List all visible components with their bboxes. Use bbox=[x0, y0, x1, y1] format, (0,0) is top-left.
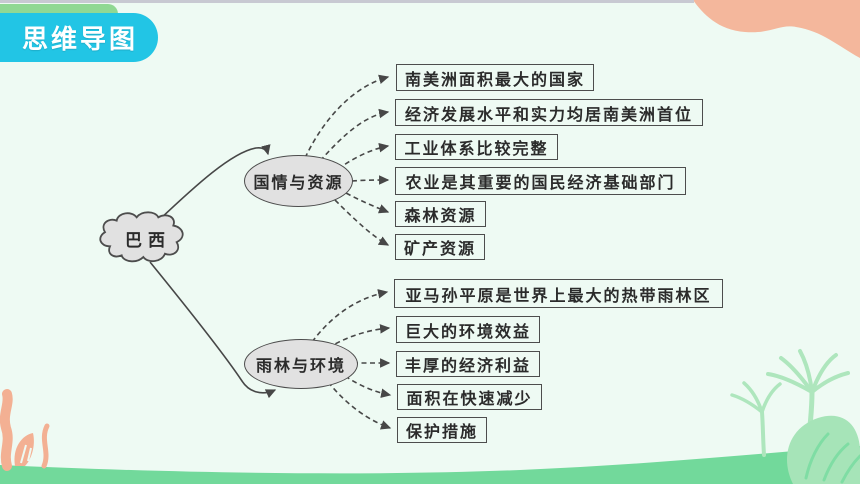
link-b1-leaf3 bbox=[337, 142, 390, 170]
monstera-leaf-slits bbox=[804, 432, 860, 484]
link-b1-leaf4 bbox=[351, 175, 390, 185]
link-root-branch1 bbox=[157, 144, 271, 222]
root-node: 巴西 bbox=[95, 209, 195, 267]
link-b2-leaf4 bbox=[344, 375, 392, 398]
link-b1-leaf5 bbox=[345, 192, 390, 214]
coral-plant-decoration bbox=[0, 389, 50, 471]
link-root-branch2 bbox=[149, 261, 277, 399]
leaf-box-1-5: 森林资源 bbox=[395, 201, 486, 227]
leaf-box-2-1: 亚马孙平原是世界上最大的热带雨林区 bbox=[394, 279, 723, 308]
leaf-box-1-2: 经济发展水平和实力均居南美洲首位 bbox=[395, 99, 703, 126]
cloud-shape bbox=[99, 211, 184, 263]
green-wave-decoration bbox=[0, 446, 860, 484]
branch-ellipse-2: 雨林与环境 bbox=[244, 339, 358, 389]
link-b1-leaf2 bbox=[319, 108, 390, 162]
leaf-box-2-5: 保护措施 bbox=[397, 417, 487, 443]
root-node-label: 巴西 bbox=[125, 230, 171, 250]
leaf-box-2-4: 面积在快速减少 bbox=[397, 384, 542, 410]
leaf-box-2-2: 巨大的环境效益 bbox=[396, 316, 540, 343]
leaf-box-1-4: 农业是其重要的国民经济基础部门 bbox=[395, 167, 686, 195]
title-badge-label: 思维导图 bbox=[22, 25, 139, 54]
link-b2-leaf1 bbox=[311, 289, 389, 343]
leaf-box-1-1: 南美洲面积最大的国家 bbox=[396, 64, 594, 91]
leaf-box-2-3: 丰厚的经济利益 bbox=[396, 351, 540, 377]
link-b2-leaf5 bbox=[327, 381, 392, 430]
monstera-leaf-decoration bbox=[786, 415, 860, 484]
branch-ellipse-1: 国情与资源 bbox=[244, 155, 353, 207]
title-badge: 思维导图 bbox=[0, 13, 158, 62]
top-strip bbox=[0, 0, 694, 3]
link-b1-leaf6 bbox=[334, 199, 390, 246]
leaf-box-1-6: 矿产资源 bbox=[395, 234, 485, 260]
link-b1-leaf1 bbox=[304, 74, 390, 159]
leaf-box-1-3: 工业体系比较完整 bbox=[395, 134, 558, 160]
peach-wave-decoration bbox=[693, 0, 860, 58]
palm-plant-decoration bbox=[730, 349, 850, 461]
